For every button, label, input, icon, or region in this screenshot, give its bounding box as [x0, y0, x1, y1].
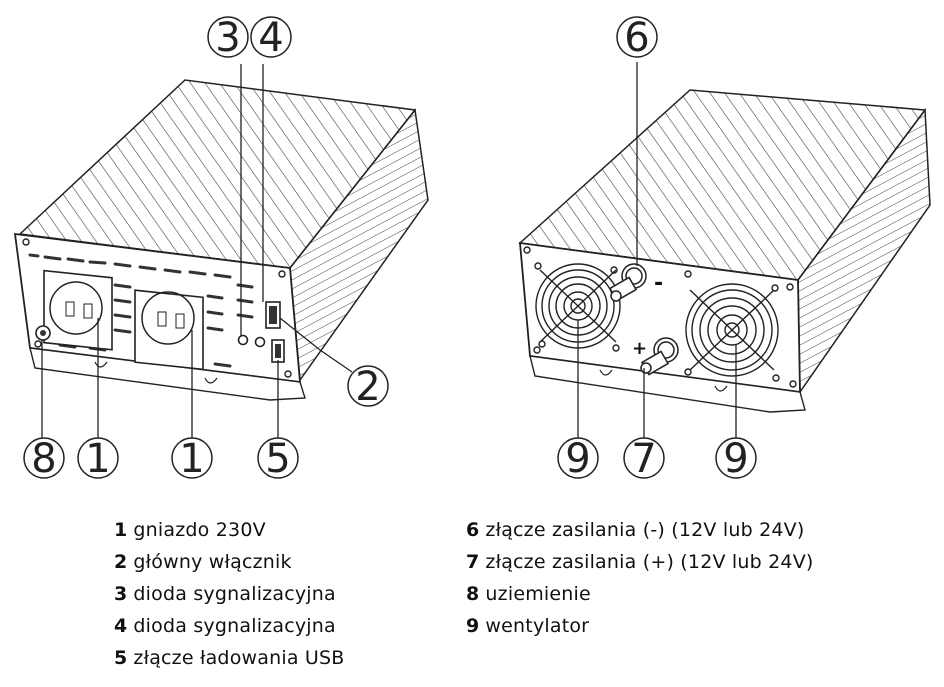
- led-indicator-3: [237, 334, 249, 346]
- svg-text:2: 2: [355, 364, 380, 410]
- led-indicator-4: [254, 336, 266, 348]
- callout-9b: 9: [715, 436, 757, 482]
- power-terminal-positive: [640, 337, 679, 376]
- power-terminal-negative: [608, 263, 647, 302]
- svg-text:6: 6: [624, 15, 649, 61]
- callout-3: 3: [207, 15, 249, 61]
- svg-text:9: 9: [565, 436, 590, 482]
- svg-text:3: 3: [215, 15, 240, 61]
- inverter-diagram: - + 3 4 2 8 1: [13, 15, 931, 482]
- svg-text:1: 1: [179, 436, 204, 482]
- socket-230v-2: [134, 289, 204, 371]
- svg-text:9: 9: [723, 436, 748, 482]
- minus-sign: -: [654, 271, 663, 296]
- plus-sign: +: [632, 338, 647, 359]
- inverter-back-view: - +: [518, 62, 931, 438]
- socket-230v-1: [43, 269, 113, 351]
- callout-1a: 1: [77, 436, 119, 482]
- callout-4: 4: [250, 15, 292, 61]
- svg-text:8: 8: [31, 436, 56, 482]
- callout-1b: 1: [171, 436, 213, 482]
- ground-terminal: [35, 325, 51, 341]
- callout-9a: 9: [557, 436, 599, 482]
- front-unit-base: [29, 347, 306, 401]
- cooling-fan-2: [684, 270, 780, 382]
- callout-5: 5: [257, 436, 299, 482]
- inverter-front-view: [13, 64, 429, 438]
- callout-7: 7: [623, 436, 665, 482]
- svg-text:5: 5: [265, 436, 290, 482]
- svg-text:4: 4: [258, 15, 283, 61]
- callout-8: 8: [23, 436, 65, 482]
- svg-text:1: 1: [85, 436, 110, 482]
- callout-2: 2: [347, 364, 389, 410]
- callout-6: 6: [616, 15, 658, 61]
- callout-numbers: 3 4 2 8 1 1 5 6: [23, 15, 757, 482]
- svg-text:7: 7: [631, 436, 656, 482]
